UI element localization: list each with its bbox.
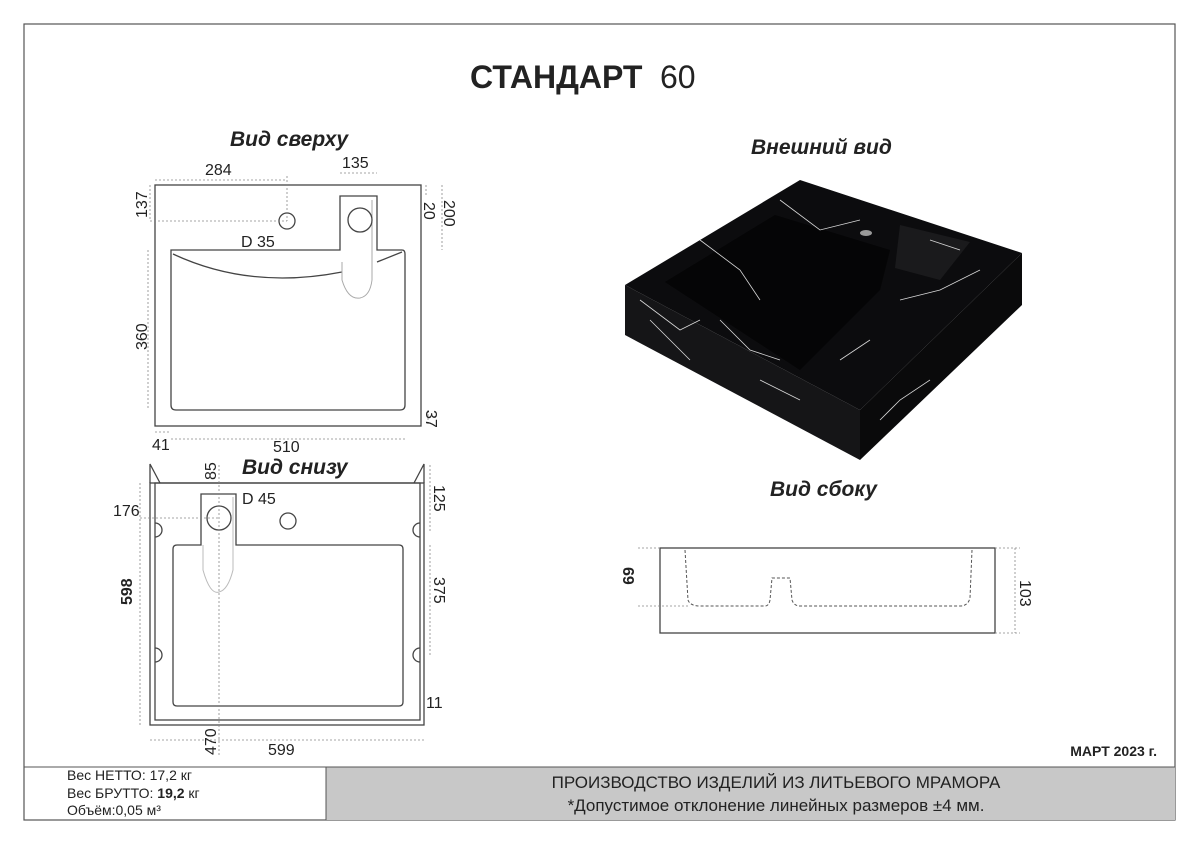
marble-sink-image bbox=[625, 180, 1022, 460]
dim-200: 200 bbox=[440, 200, 457, 227]
gross-weight: Вес БРУТТО: 19,2 кг bbox=[67, 785, 200, 801]
dim-510: 510 bbox=[273, 439, 300, 456]
dim-69: 69 bbox=[621, 567, 638, 585]
dim-599: 599 bbox=[268, 742, 295, 759]
footer-production-line: ПРОИЗВОДСТВО ИЗДЕЛИЙ ИЗ ЛИТЬЕВОГО МРАМОР… bbox=[552, 773, 1001, 792]
dim-125: 125 bbox=[430, 485, 447, 512]
top-view-title: Вид сверху bbox=[230, 128, 349, 151]
dim-598: 598 bbox=[119, 578, 136, 605]
volume: Объём:0,05 м³ bbox=[67, 802, 161, 818]
side-view-title: Вид сбоку bbox=[770, 478, 878, 501]
top-view: Вид сверху 284 135 137 20 200 D 35 360 3… bbox=[134, 128, 457, 456]
footer-gray-panel bbox=[326, 767, 1175, 820]
dim-375: 375 bbox=[430, 577, 447, 604]
exterior-view: Внешний вид bbox=[625, 136, 1022, 460]
dim-360: 360 bbox=[134, 323, 151, 350]
dim-176: 176 bbox=[113, 503, 140, 520]
dim-103: 103 bbox=[1016, 580, 1033, 607]
bottom-view: Вид снизу 85 D 45 176 125 598 375 11 470… bbox=[113, 456, 447, 759]
dim-470: 470 bbox=[203, 728, 220, 755]
footer-tolerance-note: *Допустимое отклонение линейных размеров… bbox=[568, 796, 985, 815]
date-label: МАРТ 2023 г. bbox=[1070, 743, 1157, 759]
dim-hole-d35: D 35 bbox=[241, 234, 275, 251]
page-title-size: 60 bbox=[660, 59, 696, 95]
dim-11: 11 bbox=[426, 695, 443, 712]
bottom-view-title: Вид снизу bbox=[242, 456, 349, 479]
dim-135: 135 bbox=[342, 155, 369, 172]
page-title: СТАНДАРТ bbox=[470, 59, 643, 95]
net-weight: Вес НЕТТО: 17,2 кг bbox=[67, 767, 192, 783]
exterior-view-title: Внешний вид bbox=[751, 136, 892, 159]
dim-37: 37 bbox=[422, 410, 439, 428]
dim-20: 20 bbox=[420, 202, 437, 220]
dim-41: 41 bbox=[152, 437, 170, 454]
sheet-border bbox=[23, 23, 1176, 821]
side-view: Вид сбоку 69 103 bbox=[621, 478, 1033, 634]
dim-85: 85 bbox=[203, 462, 220, 480]
dim-hole-d45: D 45 bbox=[242, 491, 276, 508]
dim-137: 137 bbox=[134, 191, 151, 218]
dim-284: 284 bbox=[205, 162, 232, 179]
